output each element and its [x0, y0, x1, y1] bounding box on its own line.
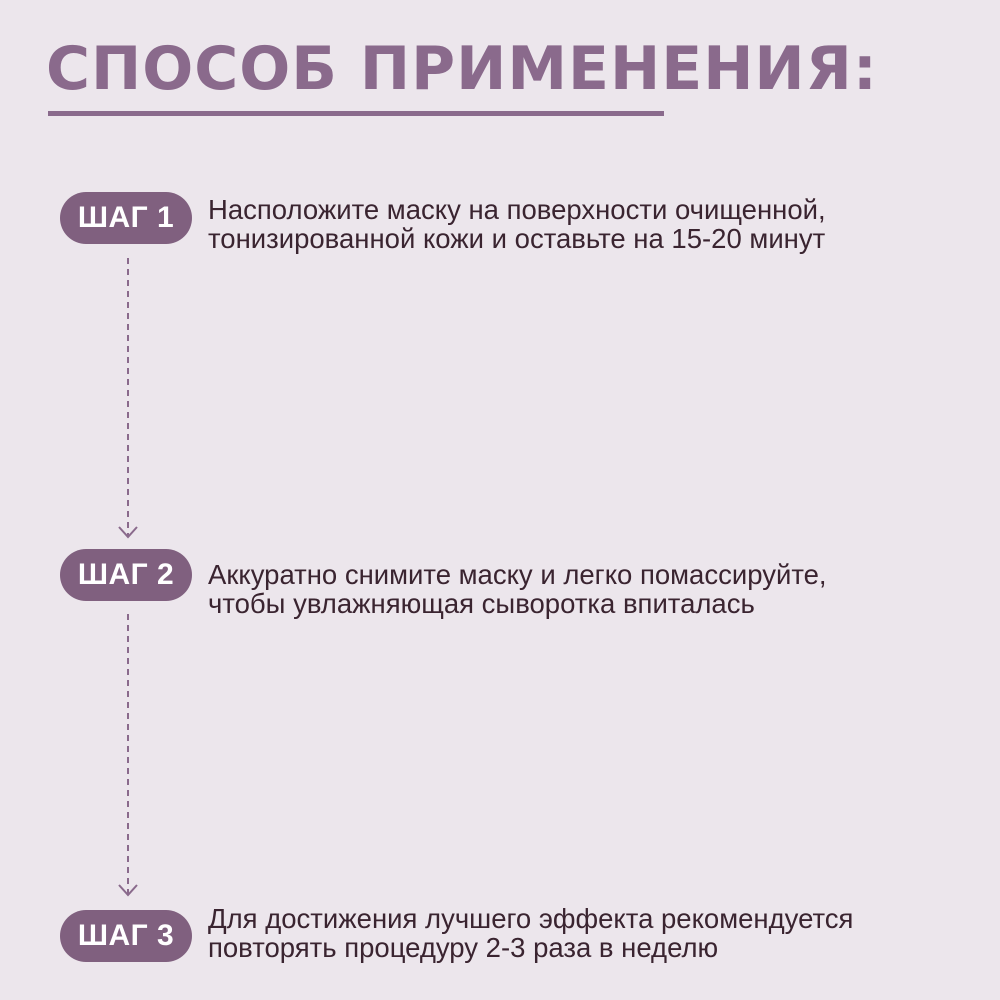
- step-2-badge: ШАГ 2: [60, 549, 192, 601]
- step-3-line-2: повторять процедуру 2-3 раза в неделю: [208, 932, 719, 963]
- step-3-badge: ШАГ 3: [60, 910, 192, 962]
- step-2-line-1: Аккуратно снимите маску и легко помассир…: [208, 559, 827, 590]
- page-title: СПОСОБ ПРИМЕНЕНИЯ:: [46, 34, 878, 104]
- step-1-to-2-arrow: [118, 258, 138, 539]
- step-1-line-1: Насположите маску на поверхности очищенн…: [208, 194, 826, 225]
- step-1-text: Насположите маску на поверхности очищенн…: [208, 195, 826, 253]
- step-1-line-2: тонизированной кожи и оставьте на 15-20 …: [208, 223, 826, 254]
- step-2-to-3-arrow: [118, 614, 138, 897]
- step-2-text: Аккуратно снимите маску и легко помассир…: [208, 560, 827, 618]
- step-2-line-2: чтобы увлажняющая сыворотка впиталась: [208, 588, 755, 619]
- step-3-text: Для достижения лучшего эффекта рекоменду…: [208, 904, 853, 962]
- title-underline: [48, 111, 664, 116]
- step-3-line-1: Для достижения лучшего эффекта рекоменду…: [208, 903, 854, 934]
- step-1-badge: ШАГ 1: [60, 192, 192, 244]
